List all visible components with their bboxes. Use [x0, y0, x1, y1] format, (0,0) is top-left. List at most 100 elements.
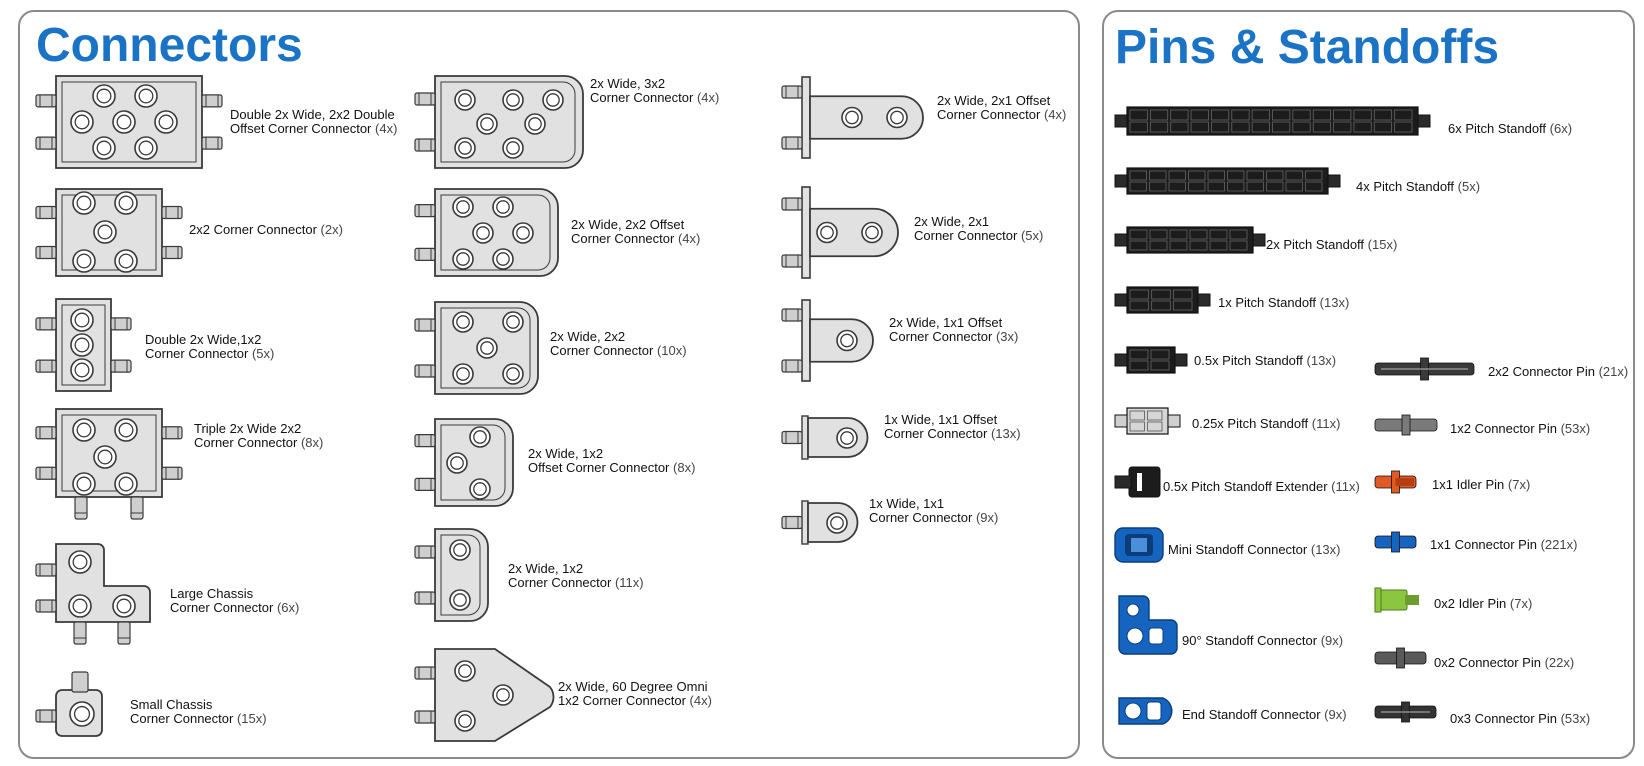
pins-label: 0x2 Idler Pin (7x)	[1434, 597, 1532, 611]
pins-label: 6x Pitch Standoff (6x)	[1448, 122, 1572, 136]
2x2-connector-pin-icon	[1373, 357, 1476, 381]
part-name-line2: Corner Connector	[145, 346, 249, 361]
part-name: Double 2x Wide,1x2	[145, 332, 262, 347]
double-2x-wide-1x2-corner-connector-icon	[34, 295, 134, 395]
pins-label: Mini Standoff Connector (13x)	[1168, 543, 1340, 557]
part-name: Large Chassis	[170, 586, 254, 601]
part-quantity: (11x)	[1311, 416, 1341, 431]
part-quantity: (8x)	[300, 435, 324, 450]
part-name-line2: Offset Corner Connector	[230, 121, 372, 136]
double-2x2-double-offset-corner-connector-icon	[34, 72, 224, 172]
connectors-label: 2x2 Corner Connector (2x)	[189, 223, 343, 237]
part-name: 1x2 Connector Pin	[1450, 421, 1557, 436]
part-name-line2: Corner Connector	[194, 435, 298, 450]
part-name: 2x2 Connector Pin	[1488, 364, 1595, 379]
2x-wide-2x2-offset-corner-connector-icon	[414, 185, 560, 280]
part-name: 2x Wide, 2x1	[914, 214, 990, 229]
part-name: 2x Wide, 1x2	[508, 561, 584, 576]
connectors-title: Connectors	[36, 19, 303, 72]
2x-wide-2x2-corner-connector-icon	[414, 298, 540, 398]
part-name: 2x Wide, 1x1 Offset	[889, 315, 1003, 330]
0-25x-pitch-standoff-icon	[1114, 407, 1181, 435]
part-name: Mini Standoff Connector	[1168, 542, 1308, 557]
part-name: 0x2 Connector Pin	[1434, 655, 1541, 670]
part-name-line2: Corner Connector	[508, 575, 612, 590]
part-name-line2: Corner Connector	[550, 343, 654, 358]
pins-label: 1x1 Connector Pin (221x)	[1430, 538, 1577, 552]
part-quantity: (13x)	[1310, 542, 1341, 557]
0-5x-pitch-standoff-extender-icon	[1114, 466, 1161, 498]
part-name: 1x Pitch Standoff	[1218, 295, 1317, 310]
part-name: 90° Standoff Connector	[1182, 633, 1318, 648]
90-degree-standoff-connector-icon	[1115, 592, 1178, 655]
2x-wide-2x1-corner-connector-icon	[781, 185, 902, 280]
part-quantity: (15x)	[236, 711, 267, 726]
pins-label: 1x1 Idler Pin (7x)	[1432, 478, 1530, 492]
part-quantity: (4x)	[696, 90, 720, 105]
part-quantity: (6x)	[276, 600, 300, 615]
part-quantity: (5x)	[1020, 228, 1044, 243]
part-name: 2x Wide, 2x2 Offset	[571, 217, 685, 232]
part-quantity: (13x)	[1319, 295, 1350, 310]
0x2-idler-pin-icon	[1373, 587, 1421, 613]
part-name: 2x Pitch Standoff	[1266, 237, 1365, 252]
2x-wide-1x2-corner-connector-icon	[414, 525, 490, 625]
0-5x-pitch-standoff-icon	[1114, 346, 1188, 374]
part-name: 2x Wide, 3x2	[590, 76, 666, 91]
2x-wide-1x1-offset-corner-connector-icon	[781, 298, 877, 383]
1x-wide-1x1-offset-corner-connector-icon	[781, 410, 872, 465]
pins-label: 0.25x Pitch Standoff (11x)	[1192, 417, 1340, 431]
part-quantity: (3x)	[995, 329, 1019, 344]
pins-label: 90° Standoff Connector (9x)	[1182, 634, 1343, 648]
pins-label: 0.5x Pitch Standoff Extender (11x)	[1163, 480, 1360, 494]
part-name: 4x Pitch Standoff	[1356, 179, 1455, 194]
pins-label: 2x2 Connector Pin (21x)	[1488, 365, 1628, 379]
part-name-line2: Corner Connector	[130, 711, 234, 726]
mini-standoff-connector-icon	[1114, 527, 1164, 563]
part-name: Triple 2x Wide 2x2	[194, 421, 302, 436]
part-quantity: (11x)	[1331, 479, 1360, 494]
part-name: 0.5x Pitch Standoff	[1194, 353, 1303, 368]
pins-standoffs-title: Pins & Standoffs	[1115, 21, 1500, 74]
part-quantity: (11x)	[614, 575, 644, 590]
part-name-line2: Corner Connector	[571, 231, 675, 246]
pins-label: 2x Pitch Standoff (15x)	[1266, 238, 1397, 252]
part-quantity: (21x)	[1598, 364, 1629, 379]
part-name: 6x Pitch Standoff	[1448, 121, 1547, 136]
2x-pitch-standoff-icon	[1114, 226, 1266, 254]
1x1-connector-pin-icon	[1373, 531, 1418, 553]
part-quantity: (13x)	[1306, 353, 1337, 368]
part-name: 1x1 Idler Pin	[1432, 477, 1505, 492]
part-quantity: (15x)	[1367, 237, 1398, 252]
part-name: 2x Wide, 60 Degree Omni	[558, 679, 708, 694]
2x-wide-3x2-corner-connector-icon	[414, 72, 585, 172]
0x3-connector-pin-icon	[1373, 701, 1438, 723]
small-chassis-corner-connector-icon	[34, 670, 114, 748]
pins-label: 0x2 Connector Pin (22x)	[1434, 656, 1574, 670]
part-quantity: (7x)	[1507, 477, 1531, 492]
pins-label: End Standoff Connector (9x)	[1182, 708, 1347, 722]
2x-wide-1x2-offset-corner-connector-icon	[414, 415, 515, 510]
part-quantity: (4x)	[677, 231, 701, 246]
part-quantity: (2x)	[320, 222, 343, 237]
part-quantity: (9x)	[1324, 707, 1347, 722]
part-quantity: (221x)	[1540, 537, 1578, 552]
part-name-line2: Corner Connector	[170, 600, 274, 615]
2x-wide-2x1-offset-corner-connector-icon	[781, 75, 927, 160]
part-quantity: (4x)	[689, 693, 712, 708]
part-quantity: (4x)	[375, 121, 398, 136]
part-quantity: (22x)	[1544, 655, 1575, 670]
part-name: Double 2x Wide, 2x2 Double	[230, 107, 395, 122]
part-quantity: (9x)	[1320, 633, 1344, 648]
